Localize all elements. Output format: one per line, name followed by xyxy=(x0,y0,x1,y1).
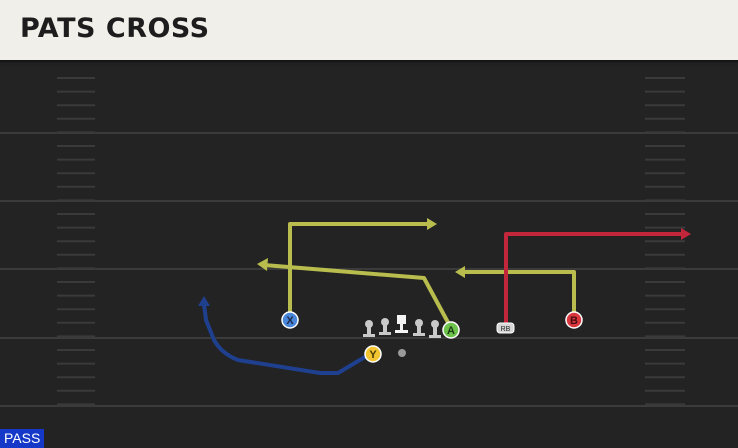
route-a-arrow xyxy=(257,258,268,271)
offensive-line xyxy=(363,315,441,338)
player-b: B xyxy=(565,311,583,329)
player-x: X xyxy=(281,311,299,329)
lineman xyxy=(363,320,375,337)
svg-text:RB: RB xyxy=(501,326,511,333)
route-x xyxy=(288,222,432,320)
svg-text:X: X xyxy=(286,315,294,327)
routes xyxy=(198,218,691,375)
route-a xyxy=(262,263,453,330)
player-y: Y xyxy=(364,345,382,363)
route-b-arrow xyxy=(455,266,465,278)
route-y-arrow xyxy=(198,296,210,306)
route-rb-arrow xyxy=(681,228,691,240)
header-shadow xyxy=(0,60,738,64)
lineman xyxy=(413,319,425,336)
svg-text:Y: Y xyxy=(369,349,377,361)
route-b xyxy=(460,270,576,320)
hash-marks xyxy=(57,77,685,406)
yard-lines xyxy=(0,132,738,407)
quarterback-marker xyxy=(398,349,406,357)
player-rb: RB xyxy=(496,322,515,334)
lineman xyxy=(379,318,391,335)
play-header: PATS CROSS xyxy=(0,0,738,60)
route-x-arrow xyxy=(427,218,437,230)
route-rb xyxy=(504,232,686,328)
lineman xyxy=(429,320,441,338)
player-a: A xyxy=(442,321,460,339)
route-y xyxy=(202,302,372,375)
play-title: PATS CROSS xyxy=(20,13,210,44)
svg-text:A: A xyxy=(447,325,455,337)
center xyxy=(395,315,408,333)
svg-text:B: B xyxy=(570,315,578,327)
play-type-badge: PASS xyxy=(0,429,45,448)
